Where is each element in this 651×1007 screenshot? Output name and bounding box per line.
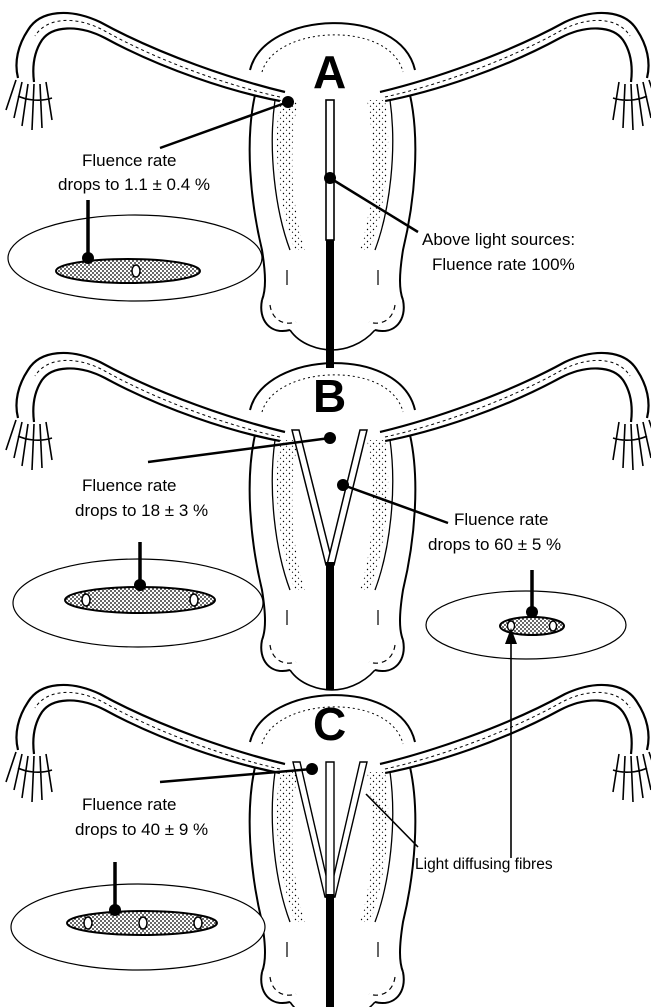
panel-letter-a: A <box>313 46 346 98</box>
label-b-left-2: drops to 18 ± 3 % <box>75 501 208 520</box>
inset-b-left <box>13 542 263 647</box>
label-c-left-1: Fluence rate <box>82 795 177 814</box>
label-c-left-2: drops to 40 ± 9 % <box>75 820 208 839</box>
label-c-fibres: Light diffusing fibres <box>415 856 553 873</box>
panel-c: C Fluence rate drops to 40 ± 9 % Light d… <box>6 685 651 1007</box>
inset-c <box>11 862 265 970</box>
label-b-right-1: Fluence rate <box>454 510 549 529</box>
panel-letter-c: C <box>313 698 346 750</box>
panel-letter-b: B <box>313 370 346 422</box>
inset-b-right <box>426 570 626 659</box>
label-b-left-1: Fluence rate <box>82 476 177 495</box>
panel-b: B Fluence rate drops to 18 ± 3 % Fluence… <box>6 353 651 690</box>
panel-a: A Fluence rate drops to 1.1 ± 0.4 % Abov… <box>6 13 651 368</box>
label-a-right-1: Above light sources: <box>422 230 575 249</box>
label-b-right-2: drops to 60 ± 5 % <box>428 535 561 554</box>
fibres-pointer-arrow <box>505 628 517 858</box>
label-a-right-2: Fluence rate 100% <box>432 255 575 274</box>
inset-a <box>8 200 262 301</box>
label-a-left-1: Fluence rate <box>82 151 177 170</box>
label-a-left-2: drops to 1.1 ± 0.4 % <box>58 175 210 194</box>
